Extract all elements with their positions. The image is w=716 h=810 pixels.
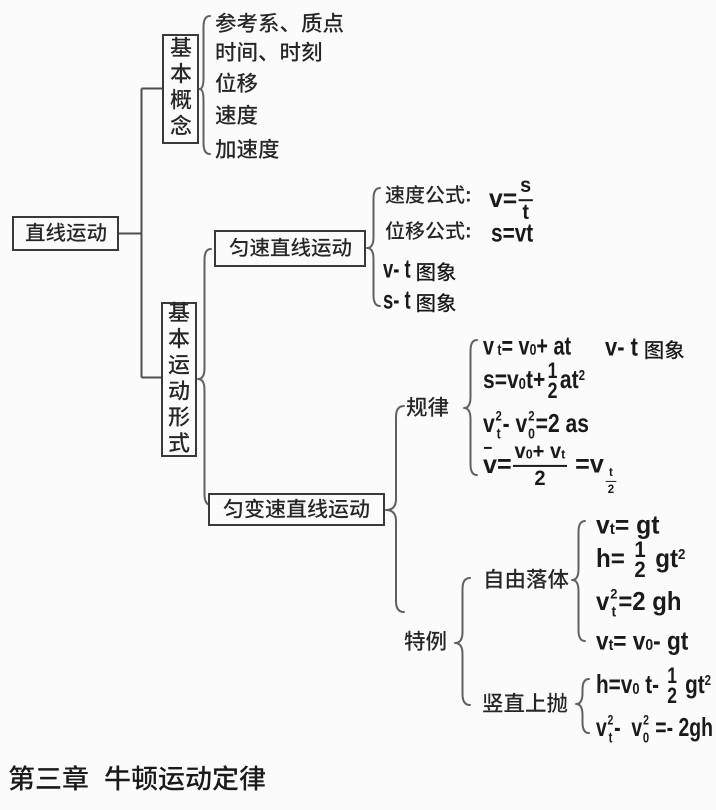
node-rules-label[interactable]	[406, 396, 449, 420]
rules-formula-1: v t= v0+ at	[483, 330, 572, 361]
node-linear-motion[interactable]	[12, 216, 119, 251]
node-uniform-linear-motion-label	[229, 237, 352, 260]
brace-connectors	[197, 15, 590, 734]
node-basic-motion-forms-label	[168, 301, 190, 458]
displacement-formula-label[interactable]: :	[385, 221, 472, 244]
node-basic-concepts-label	[170, 36, 192, 141]
root-connector-line	[119, 87, 163, 379]
node-linear-motion-label	[25, 222, 107, 245]
leaf-time-instant[interactable]	[215, 41, 323, 65]
node-uniformly-varied-linear-motion[interactable]	[208, 493, 385, 526]
leaf-velocity[interactable]	[215, 104, 258, 128]
tree-lines	[119, 87, 163, 379]
node-special-cases-label[interactable]	[404, 630, 447, 654]
freefall-formula-1: vt= gt	[596, 509, 660, 540]
leaf-reference-frame[interactable]	[215, 12, 344, 36]
displacement-formula: s=vt	[491, 217, 534, 248]
rules-vt-graph-note[interactable]: v- t	[605, 332, 685, 363]
node-basic-concepts[interactable]	[162, 34, 199, 144]
chapter-caption	[8, 764, 266, 795]
leaf-displacement[interactable]	[215, 72, 258, 96]
freefall-formula-4: vt= v0- gt	[596, 625, 689, 656]
node-free-fall-label[interactable]	[483, 568, 569, 592]
leaf-acceleration[interactable]	[215, 138, 280, 162]
node-vertical-throw-label[interactable]	[482, 692, 568, 716]
velocity-formula-label[interactable]: :	[385, 185, 472, 208]
leaf-st-graph[interactable]: s- t	[383, 285, 457, 316]
node-uniformly-varied-linear-motion-label	[223, 498, 370, 521]
node-basic-motion-forms[interactable]	[161, 301, 197, 458]
node-uniform-linear-motion[interactable]	[214, 230, 366, 267]
leaf-vt-graph[interactable]: v- t	[383, 254, 457, 285]
